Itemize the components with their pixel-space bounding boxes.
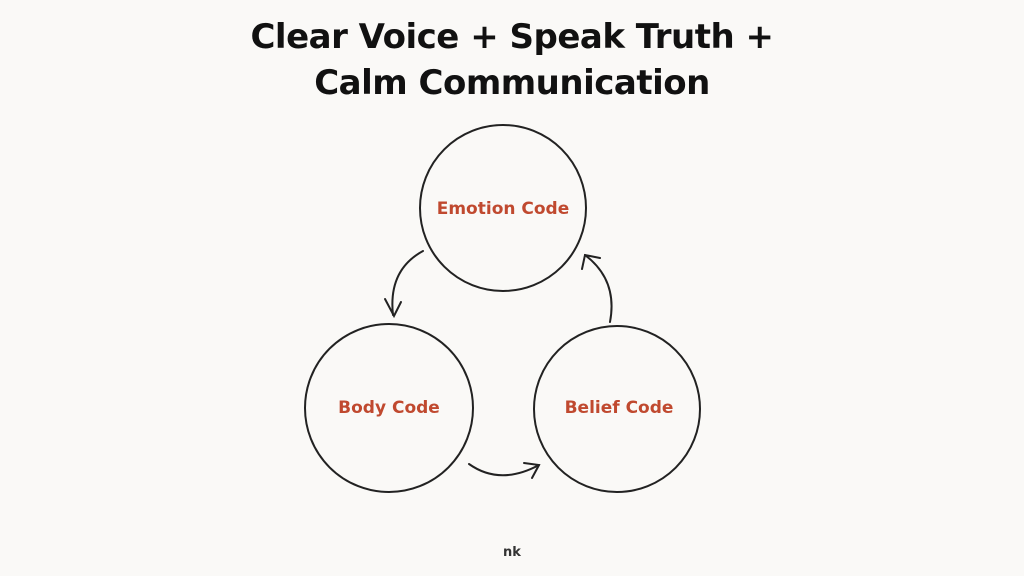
arrow-belief-to-emotion (581, 253, 613, 323)
footer-logo: nk (503, 545, 521, 560)
body-code-circle (304, 323, 474, 493)
title-line-1: Clear Voice + Speak Truth + (250, 17, 774, 57)
arrow-emotion-to-body (384, 250, 424, 319)
arrow-body-to-belief (468, 462, 541, 479)
node-body-code: Body Code (338, 398, 440, 418)
page-title: Clear Voice + Speak Truth + Calm Communi… (0, 14, 1024, 106)
title-line-2: Calm Communication (314, 63, 710, 103)
belief-code-circle (533, 325, 701, 493)
emotion-code-circle (419, 124, 587, 292)
node-belief-code: Belief Code (564, 398, 674, 418)
node-emotion-code: Emotion Code (436, 199, 570, 219)
